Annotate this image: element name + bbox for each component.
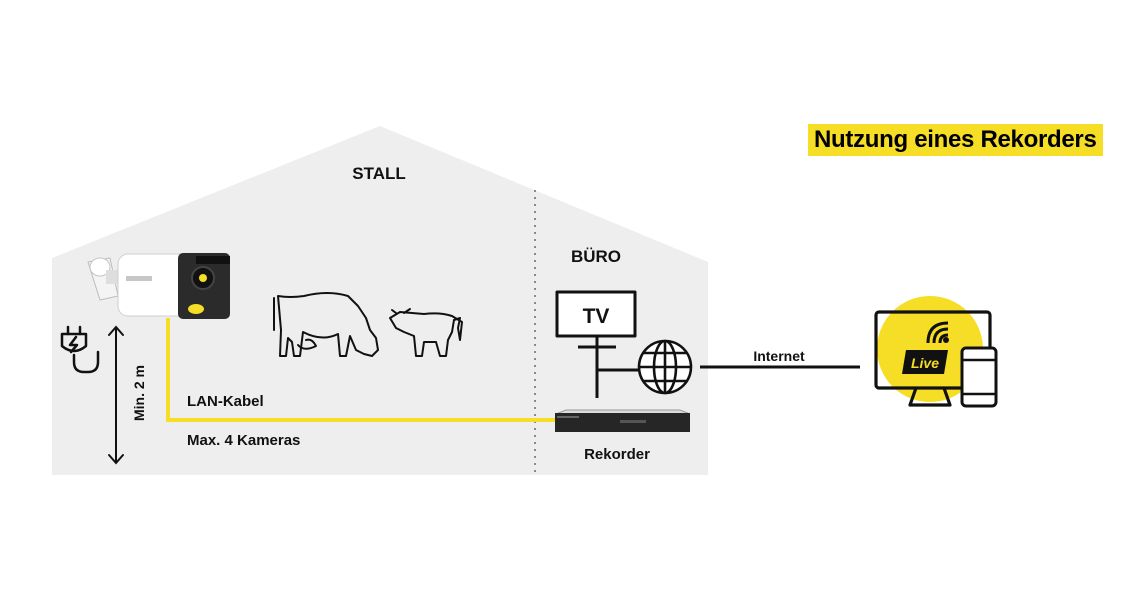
diagram-title: Nutzung eines Rekorders: [808, 124, 1103, 156]
min-height-label: Min. 2 m: [131, 365, 147, 421]
buero-label: BÜRO: [571, 247, 621, 266]
tv-label: TV: [583, 305, 610, 328]
camera: [87, 253, 230, 319]
live-label: Live: [911, 355, 939, 371]
recorder-device: [555, 409, 691, 432]
live-accent-circle: [877, 296, 983, 402]
recorder-label: Rekorder: [584, 446, 650, 463]
stall-label: STALL: [352, 164, 406, 183]
cow-icon: [273, 292, 379, 357]
tv-connector: [595, 347, 640, 398]
live-stream-icon: [902, 321, 949, 374]
lan-cable: [166, 318, 560, 422]
smartphone-icon: [960, 346, 998, 408]
tv-icon: [555, 290, 637, 349]
globe-icon: [637, 339, 693, 395]
internet-label: Internet: [753, 348, 805, 364]
height-arrow: [108, 325, 124, 465]
lan-cable-label: LAN-Kabel: [187, 393, 264, 410]
calf-icon: [389, 308, 463, 357]
power-plug-icon: [60, 325, 100, 374]
max-cameras-label: Max. 4 Kameras: [187, 432, 300, 449]
building-shape: [52, 126, 708, 475]
